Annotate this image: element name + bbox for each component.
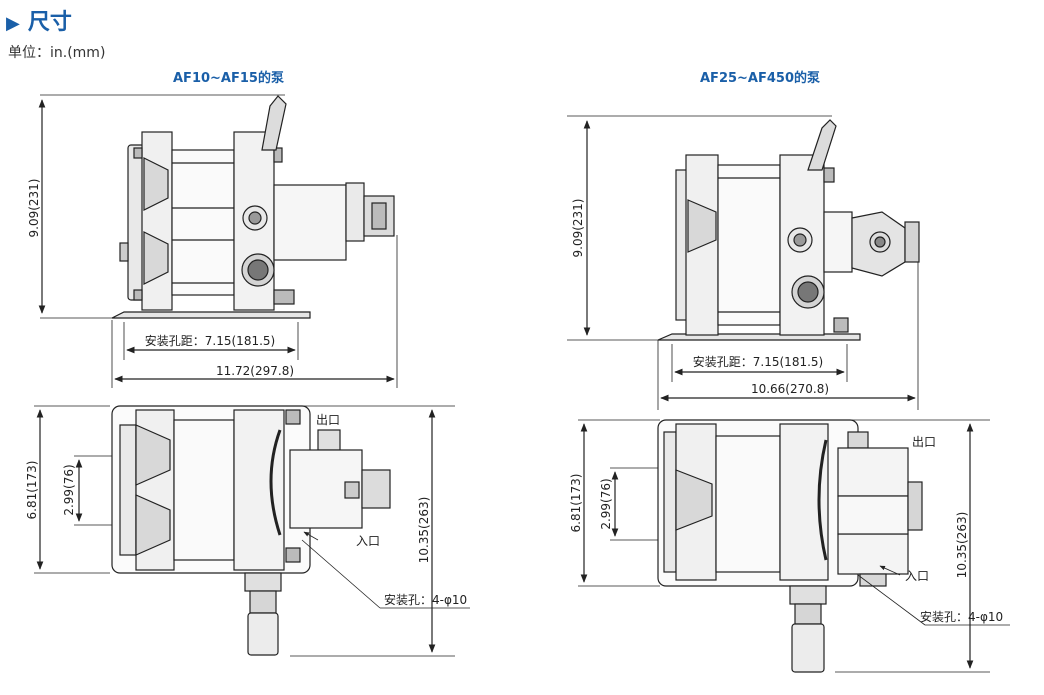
right-outlet-label: 出口 [912, 435, 936, 449]
pump-title-af10-af15: AF10~AF15的泵 [173, 71, 284, 86]
right-top-view [578, 419, 1010, 673]
left-top-view [34, 405, 470, 657]
left-mount-distance-dim: 安装孔距：7.15(181.5) [145, 333, 275, 348]
right-mount-holes-label: 安装孔：4-φ10 [920, 609, 1003, 624]
section-title-text: 尺寸 [27, 10, 72, 35]
left-length-dim: 11.72(297.8) [216, 364, 294, 378]
left-depth-dim: 6.81(173) [25, 461, 39, 520]
pump-title-af25-af450: AF25~AF450的泵 [700, 71, 821, 86]
left-outlet-label: 出口 [316, 413, 340, 427]
left-height-dim: 9.09(231) [27, 179, 41, 238]
right-length-dim: 10.66(270.8) [751, 382, 829, 396]
right-height-dim: 9.09(231) [571, 199, 585, 258]
left-inner-depth-dim: 2.99(76) [62, 464, 76, 515]
right-total-height-dim: 10.35(263) [955, 512, 969, 579]
left-total-height-dim: 10.35(263) [417, 497, 431, 564]
right-depth-dim: 6.81(173) [569, 474, 583, 533]
right-side-view [567, 115, 920, 410]
triangle-marker-icon: ▶ [6, 13, 20, 34]
section-title: ▶ 尺寸 [6, 4, 72, 36]
left-mount-holes-label: 安装孔：4-φ10 [384, 592, 467, 607]
left-inlet-label: 入口 [356, 534, 380, 548]
right-inlet-label: 入口 [905, 569, 929, 583]
right-mount-distance-dim: 安装孔距：7.15(181.5) [693, 354, 823, 369]
unit-label: 单位：in.(mm) [8, 45, 106, 61]
right-inner-depth-dim: 2.99(76) [599, 478, 613, 529]
left-side-view [38, 94, 398, 388]
